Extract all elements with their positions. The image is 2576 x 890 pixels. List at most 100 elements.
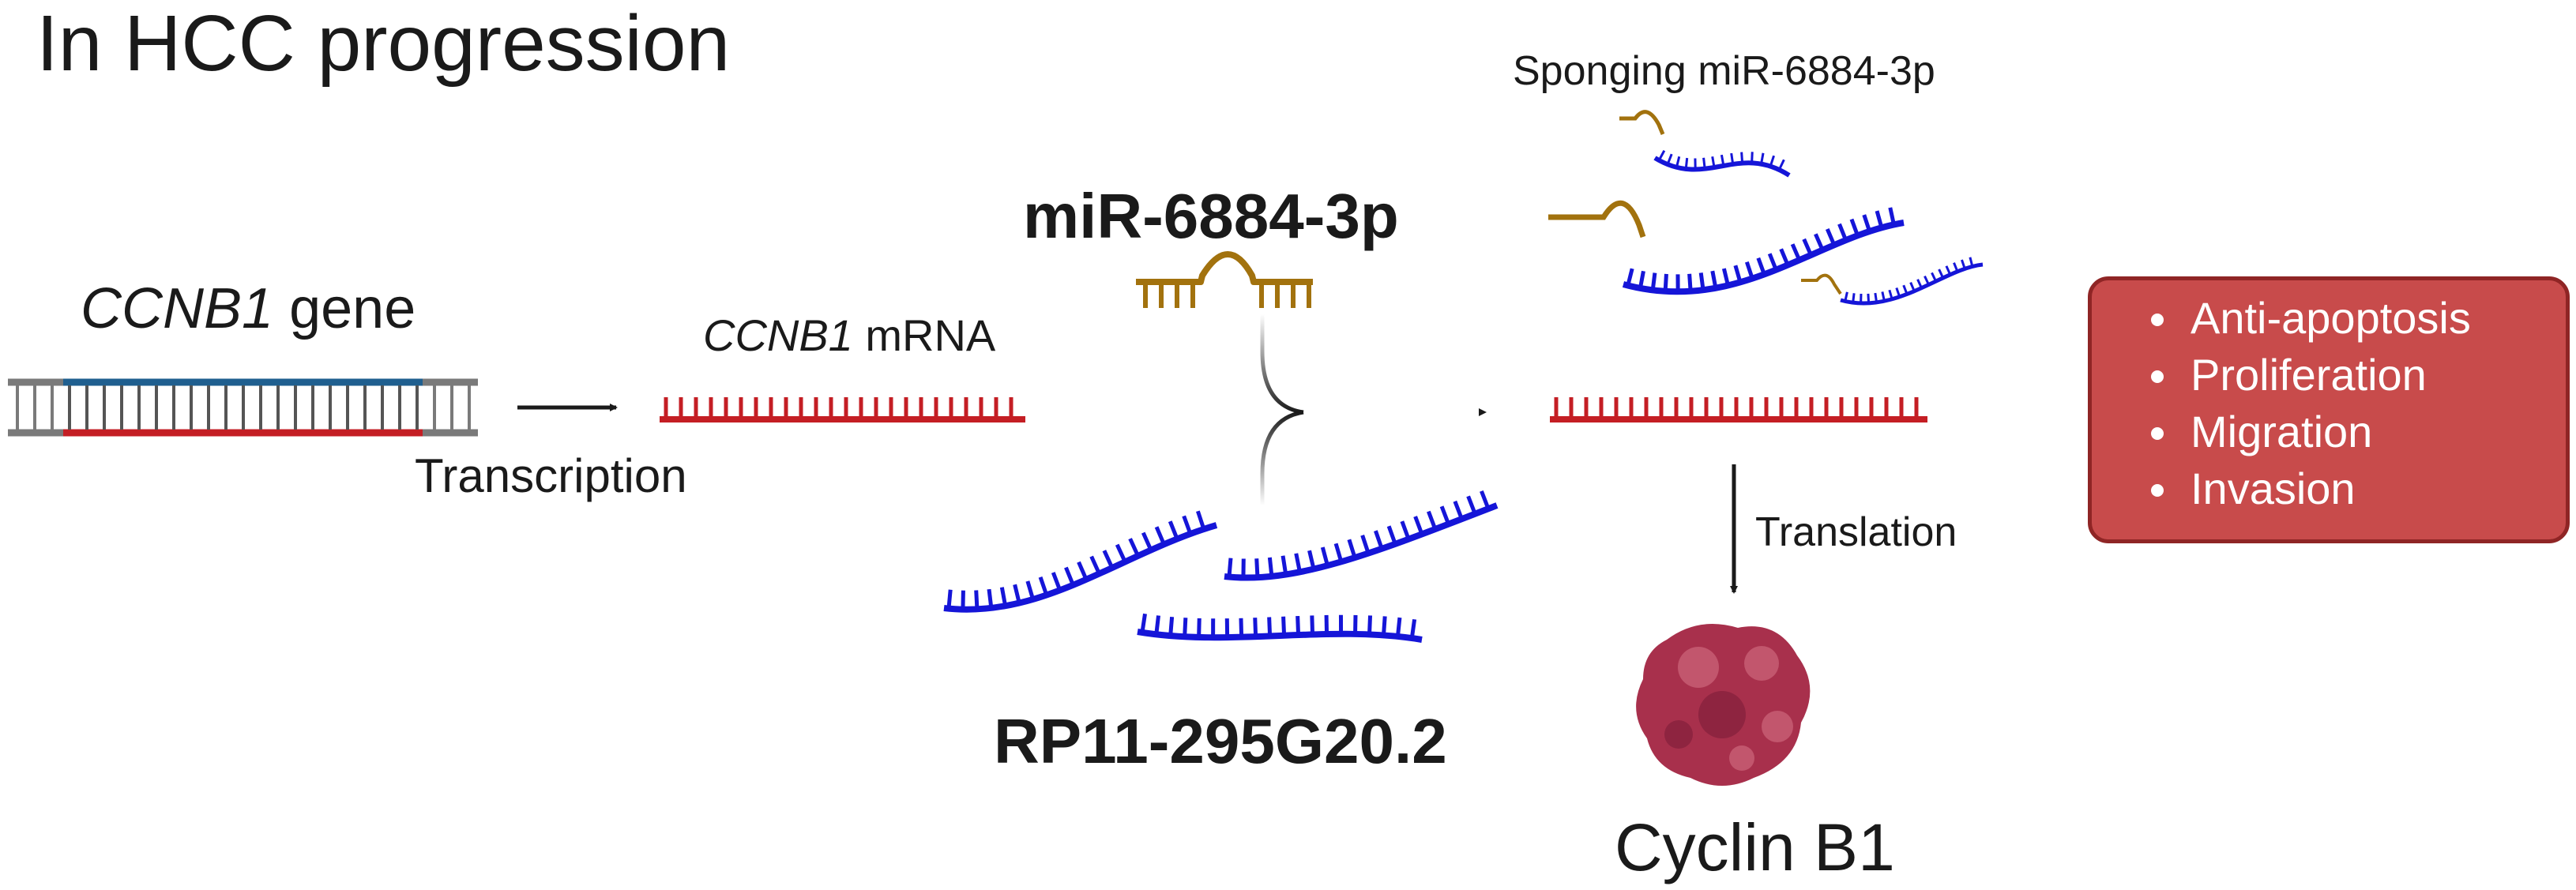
strand-tooth [1227, 558, 1233, 577]
strand-tooth [1744, 261, 1754, 280]
protein-label: Cyclin B1 [1615, 810, 1895, 884]
page-title: In HCC progression [36, 0, 731, 88]
strand-tooth [1294, 553, 1302, 573]
strand-tooth [1367, 615, 1373, 635]
strand-tooth [946, 589, 953, 609]
mirna-icon [1136, 251, 1313, 308]
strand-tooth [1924, 275, 1930, 286]
strand-tooth [1128, 538, 1140, 557]
sponging-label: Sponging miR-6884-3p [1513, 48, 1935, 94]
strand-tooth [1320, 546, 1329, 566]
mrna-label: CCNB1 mRNA [703, 310, 995, 361]
gene-label: CCNB1 gene [81, 276, 416, 341]
strand-tooth [1439, 505, 1451, 525]
translation-label: Translation [1755, 509, 1957, 555]
effects-list: Anti-apoptosis Proliferation Migration I… [2092, 280, 2566, 517]
strand-tooth [1945, 265, 1952, 276]
effect-item: Migration [2151, 404, 2566, 460]
strand-tooth [1360, 535, 1371, 554]
strand-tooth [1267, 617, 1273, 637]
mrna-suffix: mRNA [852, 310, 996, 360]
strand-tooth [1666, 153, 1673, 165]
effect-item: Anti-apoptosis [2151, 290, 2566, 347]
strand-tooth [1013, 584, 1021, 604]
strand-tooth [1779, 248, 1790, 266]
strand-tooth [1140, 613, 1147, 633]
strand-tooth [1938, 269, 1945, 279]
strand-tooth [1702, 157, 1706, 169]
strand-tooth [1154, 526, 1166, 546]
strand-tooth [1895, 287, 1901, 298]
strand-tooth [1888, 289, 1893, 300]
strand-tooth [1663, 273, 1668, 292]
strand-tooth [1969, 257, 1974, 267]
lncrna-label: RP11-295G20.2 [994, 706, 1447, 776]
lncrna-icon [943, 490, 1499, 643]
strand-tooth [1657, 149, 1666, 161]
strand-tooth [1280, 555, 1288, 575]
strand-tooth [1881, 291, 1886, 302]
strand-tooth [1874, 292, 1878, 303]
strand-tooth [1347, 539, 1357, 558]
strand-tooth [1077, 561, 1089, 580]
strand-tooth [1875, 210, 1884, 228]
strand-tooth [1310, 615, 1315, 635]
sponging-complexes [1548, 110, 1984, 306]
strand-tooth [1802, 238, 1813, 256]
strand-tooth [1730, 152, 1735, 165]
strand-tooth [1844, 291, 1848, 302]
strand-tooth [1253, 618, 1258, 637]
strand-tooth [1196, 510, 1206, 530]
strand-tooth [1953, 262, 1959, 272]
strand-tooth [987, 588, 994, 609]
strand-tooth [1296, 615, 1301, 636]
strand-tooth [1386, 525, 1397, 545]
strand-tooth [999, 587, 1008, 606]
strand-tooth [1064, 566, 1075, 586]
strand-tooth [1760, 152, 1765, 164]
strand-tooth [1182, 515, 1193, 535]
dna-icon [8, 378, 478, 437]
strand-tooth [1453, 500, 1464, 520]
strand-tooth [1837, 223, 1848, 242]
strand-tooth [1267, 557, 1274, 577]
strand-tooth [1102, 550, 1115, 569]
strand-tooth [1769, 155, 1775, 167]
strand-tooth [1710, 270, 1718, 289]
main-arrow [1062, 314, 1487, 505]
strand-tooth [1197, 618, 1202, 638]
strand-tooth [1740, 152, 1744, 163]
strand-tooth [1307, 550, 1316, 570]
strand-tooth [1684, 157, 1689, 170]
mrna-icon [660, 397, 1025, 422]
strand-tooth [1038, 576, 1049, 596]
strand-tooth [1413, 516, 1424, 535]
strand-tooth [1825, 227, 1837, 246]
strand-tooth [1466, 495, 1477, 515]
strand-tooth [1767, 253, 1778, 271]
strand-tooth [1427, 510, 1438, 530]
strand-tooth [1867, 293, 1871, 303]
strand-tooth [1333, 543, 1344, 563]
protein-icon [1636, 624, 1811, 786]
strand-tooth [1862, 214, 1872, 232]
strand-tooth [1254, 558, 1260, 578]
strand-tooth [1751, 152, 1754, 163]
strand-tooth [1720, 154, 1725, 167]
strand-tooth [1051, 572, 1062, 591]
strand-tooth [1931, 272, 1937, 282]
mirna-label: miR-6884-3p [1023, 181, 1399, 251]
strand-tooth [1141, 531, 1153, 551]
strand-tooth [1480, 490, 1491, 510]
strand-tooth [1168, 520, 1179, 540]
strand-tooth [1888, 207, 1896, 225]
gene-name: CCNB1 [81, 277, 274, 340]
strand-tooth [1814, 233, 1825, 251]
strand-tooth [1687, 273, 1693, 291]
strand-tooth [1790, 243, 1802, 261]
strand-tooth [1168, 616, 1175, 637]
mrna-icon-2 [1550, 397, 1927, 422]
effect-item: Proliferation [2151, 347, 2566, 404]
strand-tooth [1183, 618, 1188, 637]
